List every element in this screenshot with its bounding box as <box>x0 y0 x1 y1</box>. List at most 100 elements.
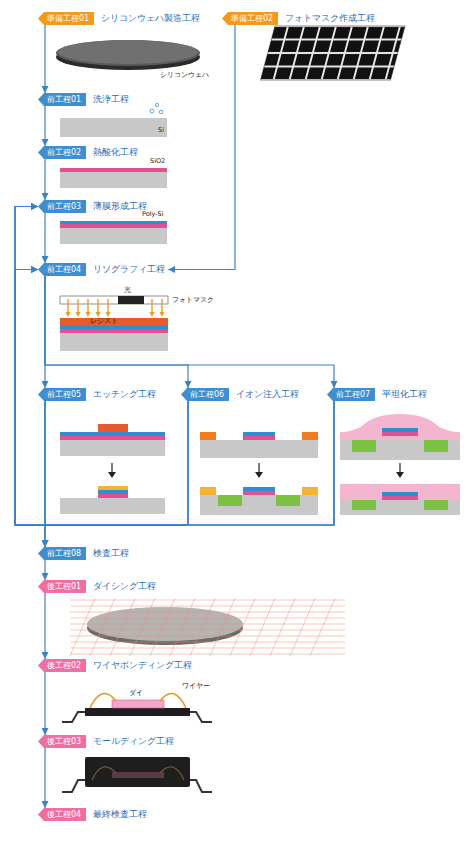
flow-arrow <box>45 401 334 547</box>
part-label: ダイ <box>129 690 143 697</box>
process-step: 後工程04 最終検査工程 <box>38 808 150 821</box>
step-tag: 前工程04 <box>38 263 86 276</box>
step-tag: 前工程08 <box>38 547 86 560</box>
planarization-figure-part <box>340 484 460 500</box>
planarization-figure-part <box>382 496 418 500</box>
flow-arrow <box>15 207 188 526</box>
flow-arrow <box>15 270 188 526</box>
ion-implant-figure-part <box>218 495 242 506</box>
silicon-wafer-part <box>58 40 198 64</box>
lithography-figure-part <box>68 299 162 313</box>
etching-figure-part <box>98 424 128 432</box>
etching-figure-part <box>98 486 128 490</box>
step-tag: 前工程03 <box>38 200 86 213</box>
step-title: 薄膜形成工程 <box>93 200 150 213</box>
process-step: 準備工程02 フォトマスク作成工程 <box>222 12 378 25</box>
lithography-figure-part <box>66 312 165 317</box>
ion-implant-figure-part <box>243 487 275 491</box>
ion-implant-figure <box>200 432 318 515</box>
planarization-figure-part <box>424 440 448 452</box>
molding-figure-part <box>85 757 190 787</box>
etching-figure-part <box>98 494 128 498</box>
wire-bonding-figure <box>62 693 212 722</box>
lithography-figure-part <box>118 296 144 304</box>
ion-implant-figure-part <box>243 432 275 436</box>
dicing-figure <box>70 598 345 656</box>
etching-figure-part <box>60 440 165 456</box>
planarization-figure-part <box>340 440 460 460</box>
flow-arrow <box>44 593 45 659</box>
planarization-figure-part <box>340 414 460 440</box>
cleaning-figure <box>60 103 167 137</box>
step-tag: 後工程04 <box>38 808 86 821</box>
flow-arrow <box>44 748 45 808</box>
step-tag: 準備工程02 <box>222 12 278 25</box>
planarization-figure-part <box>382 492 418 496</box>
etching-figure <box>60 424 165 514</box>
cleaning-figure-part <box>155 103 158 106</box>
process-step: 前工程06イオン注入工程 <box>181 388 302 401</box>
process-step: 後工程03モールディング工程 <box>38 735 177 748</box>
etching-figure-part <box>60 498 165 514</box>
material-label: SiO2 <box>150 158 165 165</box>
ion-implant-figure-part <box>200 432 216 440</box>
flow-arrow <box>15 270 334 526</box>
silicon-wafer <box>56 40 200 70</box>
wire-bonding-figure-part <box>112 700 164 708</box>
process-step: 前工程07 平坦化工程 <box>327 388 430 401</box>
step-title: 洗浄工程 <box>93 93 132 106</box>
step-title: ワイヤボンディング工程 <box>93 659 195 672</box>
step-tag: 前工程07 <box>327 388 375 401</box>
planarization-figure <box>340 414 460 515</box>
lithography-figure <box>60 296 168 351</box>
etching-figure-part <box>108 472 116 478</box>
material-label: レジスト <box>90 318 118 325</box>
thin-film-figure <box>60 221 167 244</box>
flow-arrow <box>15 270 45 526</box>
step-title: フォトマスク作成工程 <box>285 12 378 25</box>
lithography-figure-part <box>60 318 168 326</box>
process-step: 前工程03 薄膜形成工程 <box>38 200 150 213</box>
process-step: 前工程08 検査工程 <box>38 547 132 560</box>
oxidation-figure-part <box>60 172 167 188</box>
step-title: 熱酸化工程 <box>93 146 141 159</box>
step-title: モールディング工程 <box>93 735 177 748</box>
planarization-figure-part <box>340 500 460 515</box>
step-tag: 後工程02 <box>38 659 86 672</box>
part-label: フォトマスク <box>172 297 214 304</box>
flow-arrow <box>45 276 188 388</box>
etching-figure-part <box>111 463 112 473</box>
process-step: 後工程02 ワイヤボンディング工程 <box>38 659 195 672</box>
planarization-figure-part <box>382 432 418 436</box>
flow-arrow <box>15 207 334 526</box>
process-step: 準備工程01シリコンウェハ製造工程 <box>38 12 203 25</box>
ion-implant-figure-part <box>200 487 216 495</box>
planarization-figure-part <box>352 440 376 452</box>
material-label: Poly-Si <box>142 211 163 218</box>
lithography-figure-part <box>60 326 168 329</box>
step-title: 検査工程 <box>93 547 132 560</box>
ion-implant-figure-part <box>276 495 300 506</box>
flow-arrow <box>44 560 45 580</box>
flow-arrow <box>45 276 334 388</box>
planarization-figure-part <box>382 436 418 440</box>
lithography-figure-part <box>60 329 168 333</box>
step-title: シリコンウェハ製造工程 <box>101 12 203 25</box>
dicing-figure-part <box>70 598 345 656</box>
step-title: 最終検査工程 <box>93 808 150 821</box>
flow-arrow <box>44 213 45 263</box>
step-title: イオン注入工程 <box>236 388 302 401</box>
flow-arrow <box>15 207 45 526</box>
process-step: 前工程04リソグラフィ工程 <box>38 263 168 276</box>
cleaning-figure-part <box>150 109 154 113</box>
photomask-figure <box>261 26 405 80</box>
ion-implant-figure-part <box>200 440 318 458</box>
etching-figure-part <box>98 490 128 494</box>
step-tag: 前工程05 <box>38 388 86 401</box>
step-title: 平坦化工程 <box>382 388 430 401</box>
cleaning-figure-part <box>159 110 163 114</box>
step-title: エッチング工程 <box>93 388 159 401</box>
ion-implant-figure-part <box>243 436 275 440</box>
